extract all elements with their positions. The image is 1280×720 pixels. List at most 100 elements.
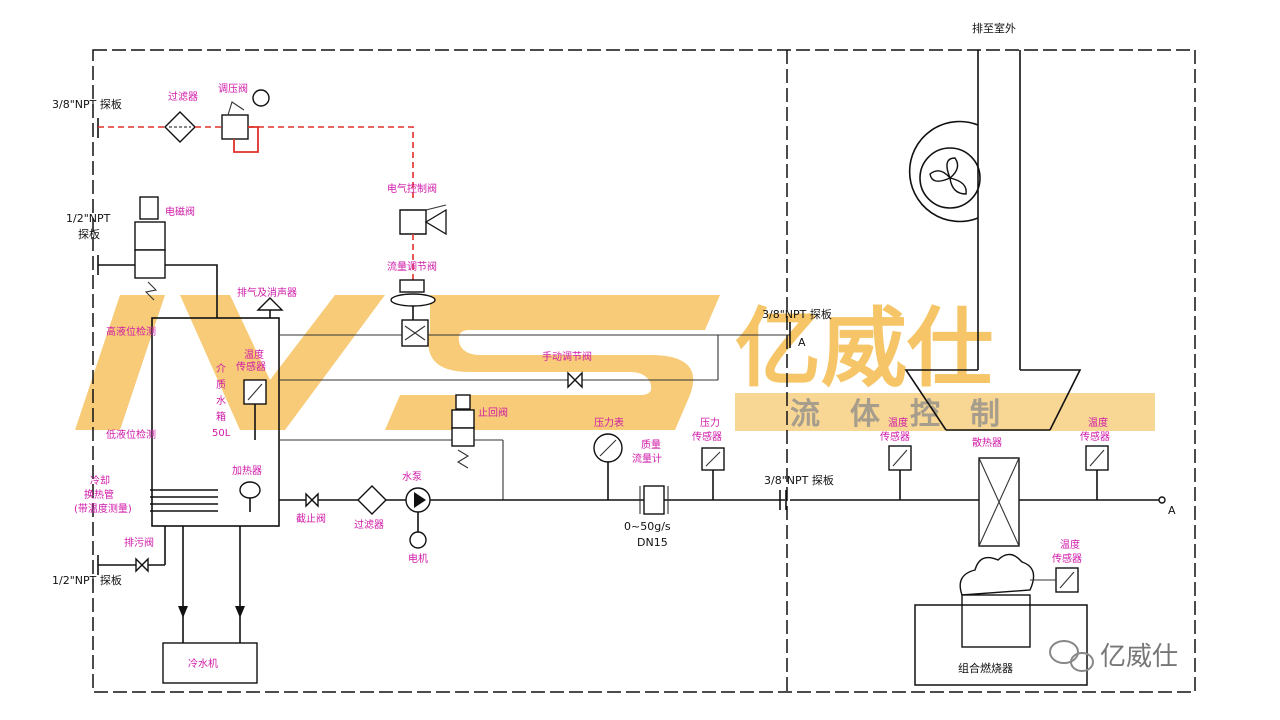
manual-valve-icon	[567, 371, 583, 389]
controller-label: 流量调节阀	[387, 260, 437, 273]
wechat-badge: 亿威仕	[1049, 640, 1178, 672]
burner-core	[961, 594, 1031, 648]
regulator-icon	[221, 114, 249, 140]
solenoid-body-bottom	[134, 249, 166, 279]
motor-icon	[409, 531, 427, 549]
tank-char-4: 箱	[216, 410, 226, 423]
tank-char-5: 50L	[212, 428, 231, 439]
return-lines: 3/8"NPT 探板 A 手动调节阀 止回阀	[279, 279, 832, 500]
wechat-icon	[1049, 640, 1079, 664]
drain-label: 排污阀	[124, 536, 154, 549]
low-level-label: 低液位检测	[106, 428, 156, 441]
port-valve-left-a: 1/2"NPT	[66, 212, 111, 225]
tank-char-2: 质	[216, 379, 226, 391]
hood-right	[1020, 369, 1082, 431]
temp-sensor-4-line1: 温度	[1060, 538, 1080, 551]
diaphragm-icon	[390, 293, 436, 307]
port-line-mid-label: 3/8"NPT 探板	[764, 473, 834, 487]
signal-line	[97, 89, 447, 280]
hood-left	[904, 369, 978, 431]
endpoint-a1: A	[798, 336, 806, 349]
temp-sensor-3-line1: 温度	[1088, 416, 1108, 429]
chiller-label: 冷水机	[188, 657, 218, 670]
regulator-label: 调压阀	[218, 82, 248, 95]
solenoid-label: 电磁阀	[165, 205, 195, 218]
chiller-box	[162, 642, 258, 684]
watermark-brand-cn: 亿威仕	[735, 299, 993, 399]
watermark-tagline: 流体控制	[790, 397, 1030, 432]
flame-icon	[959, 553, 1035, 596]
tank-char-3: 水	[216, 395, 226, 407]
check-valve-icon	[451, 409, 475, 429]
frames	[92, 49, 1196, 693]
filter-mid-label: 过滤器	[354, 518, 384, 531]
combustor-label: 组合燃烧器	[958, 661, 1013, 675]
pneumatic-valve-icon	[399, 209, 427, 235]
pump-label: 水泵	[402, 471, 422, 483]
check-valve-label: 止回阀	[478, 406, 508, 419]
fan-icon	[919, 147, 981, 209]
drain-chiller: 1/2"NPT 探板 排污阀 冷水机	[52, 526, 258, 684]
watermark-letter-v	[180, 295, 385, 430]
pressure-sensor-label-2: 传感器	[692, 430, 722, 443]
fan-housing	[908, 120, 979, 223]
flowmeter-label-1: 质量	[641, 439, 661, 451]
burner: 组合燃烧器 温度 传感器	[914, 538, 1088, 686]
flow-arrow-1	[178, 606, 188, 618]
motor-label: 电机	[408, 552, 428, 565]
cooling-label-2: 换热管	[84, 488, 114, 501]
solenoid-coil-icon	[139, 196, 159, 220]
flowmeter-icon	[643, 485, 665, 515]
solenoid-body-top	[134, 221, 166, 251]
solenoid-spring-icon	[144, 281, 158, 301]
pressure-gauge-label: 压力表	[594, 416, 624, 429]
stop-valve-icon	[305, 492, 319, 508]
port-middle-right-label: 3/8"NPT 探板	[762, 307, 832, 321]
temp-sensor-1-line1: 温度	[244, 348, 264, 361]
signal-seg-2	[248, 126, 414, 200]
high-level-label: 高液位检测	[106, 325, 156, 338]
tank-body	[151, 317, 280, 527]
flow-range-label: 0~50g/s	[624, 520, 671, 533]
cooling-label-3: (带温度测量)	[74, 502, 132, 515]
supply-line: 截止阀 过滤器 水泵 电机 压力表 质量 流量计 0~50g/s DN15 压力…	[279, 416, 1176, 565]
port-bottom-left-label: 1/2"NPT 探板	[52, 573, 122, 587]
temp-sensor-1-line2: 传感器	[236, 360, 266, 373]
endpoint-a2: A	[1168, 504, 1176, 517]
solenoid-valve: 1/2"NPT 探板 电磁阀	[66, 196, 218, 318]
temp-sensor-4-line2: 传感器	[1052, 552, 1082, 565]
outer-frame	[92, 49, 1196, 693]
medium-tank: 排气及消声器 高液位检测 低液位检测 温度 传感器 介 质 水 箱 50L 加热…	[74, 286, 297, 527]
flow-dn-label: DN15	[637, 536, 668, 549]
port-top-left-label: 3/8"NPT 探板	[52, 97, 122, 111]
flow-arrow-2	[235, 606, 245, 618]
heater-label: 加热器	[232, 464, 262, 477]
pressure-sensor-label-1: 压力	[700, 416, 720, 429]
temp-sensor-2-line2: 传感器	[880, 430, 910, 443]
temp-sensor-2-line1: 温度	[888, 416, 908, 429]
stop-valve-label: 截止阀	[296, 512, 326, 525]
fan-blades-icon	[929, 157, 967, 195]
cooling-label-1: 冷却	[90, 474, 110, 487]
gauge-small-icon	[252, 89, 270, 107]
filter-top-label: 过滤器	[168, 90, 198, 103]
temp-sensor-3-line2: 传感器	[1080, 430, 1110, 443]
port-valve-left-b: 探板	[78, 227, 100, 241]
heater-icon	[239, 481, 261, 499]
watermark-band	[735, 393, 1155, 431]
flowmeter-label-2: 流量计	[632, 452, 662, 465]
tank-char-1: 介	[216, 363, 226, 375]
exhaust-label: 排至室外	[972, 21, 1016, 35]
wechat-label: 亿威仕	[1100, 642, 1178, 672]
exhaust-hood-label: 排气及消声器	[237, 286, 297, 299]
heat-exchanger-label: 散热器	[972, 436, 1002, 449]
watermark-letter-i	[75, 295, 165, 430]
combustor-box	[914, 604, 1088, 686]
exhaust-cap-icon	[256, 297, 284, 311]
drain-valve-icon	[135, 557, 149, 573]
exhaust-stack: 排至室外	[904, 21, 1082, 431]
filter-mid-icon	[357, 485, 387, 515]
manual-valve-label: 手动调节阀	[542, 350, 592, 363]
pneumatic-valve-label: 电气控制阀	[387, 182, 437, 195]
